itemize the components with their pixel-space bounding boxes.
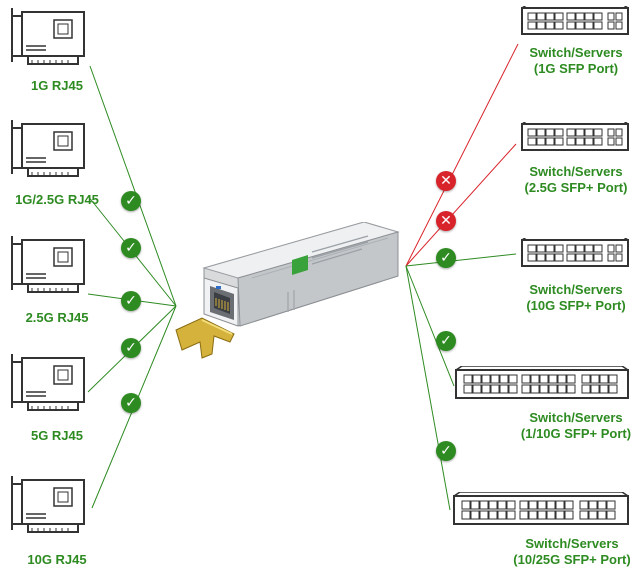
left-label-4: 5G RJ45 <box>30 428 84 443</box>
right-label-2-line1: Switch/Servers <box>529 164 623 179</box>
right-label-2-line2: (2.5G SFP+ Port) <box>524 180 628 195</box>
switch-2 <box>518 119 632 159</box>
check-icon: ✓ <box>121 338 141 358</box>
line-right-3 <box>405 253 517 267</box>
check-icon: ✓ <box>121 291 141 311</box>
x-icon: ✕ <box>436 211 456 231</box>
line-right-4 <box>405 265 455 387</box>
left-label-1: 1G RJ45 <box>30 78 84 93</box>
switch-icon <box>453 491 629 525</box>
right-label-3: Switch/Servers (10G SFP+ Port) <box>510 282 640 314</box>
right-label-4-line2: (1/10G SFP+ Port) <box>520 426 632 441</box>
line-right-2 <box>405 143 517 267</box>
check-icon: ✓ <box>436 331 456 351</box>
right-label-1: Switch/Servers (1G SFP Port) <box>510 45 640 77</box>
right-label-4: Switch/Servers (1/10G SFP+ Port) <box>510 410 640 442</box>
right-label-1-line2: (1G SFP Port) <box>533 61 619 76</box>
right-label-4-line1: Switch/Servers <box>529 410 623 425</box>
switch-icon <box>521 119 629 151</box>
right-label-5: Switch/Servers (10/25G SFP+ Port) <box>506 536 638 568</box>
right-label-3-line1: Switch/Servers <box>529 282 623 297</box>
x-icon: ✕ <box>436 171 456 191</box>
switch-1 <box>518 3 632 43</box>
right-label-5-line2: (10/25G SFP+ Port) <box>513 552 631 567</box>
left-label-5: 10G RJ45 <box>27 552 87 567</box>
switch-3 <box>518 235 632 275</box>
switch-icon <box>455 365 629 399</box>
network-card-icon <box>11 476 85 533</box>
right-label-2: Switch/Servers (2.5G SFP+ Port) <box>510 164 640 196</box>
line-right-5 <box>405 265 451 511</box>
network-card-icon <box>11 236 85 293</box>
left-label-3: 2.5G RJ45 <box>25 310 89 325</box>
switch-5 <box>450 491 632 533</box>
switch-icon <box>521 3 629 35</box>
network-card-icon <box>11 120 85 177</box>
switch-icon <box>521 235 629 267</box>
check-icon: ✓ <box>121 191 141 211</box>
check-icon: ✓ <box>121 393 141 413</box>
switch-4 <box>452 365 632 407</box>
network-card-3 <box>8 234 88 303</box>
check-icon: ✓ <box>436 248 456 268</box>
right-label-3-line2: (10G SFP+ Port) <box>526 298 626 313</box>
line-left-1 <box>89 65 177 307</box>
network-card-4 <box>8 352 88 421</box>
left-label-2: 1G/2.5G RJ45 <box>15 192 99 207</box>
line-right-1 <box>405 43 519 267</box>
network-card-2 <box>8 118 88 187</box>
sfp-module-icon <box>175 221 400 359</box>
network-card-icon <box>11 8 85 65</box>
network-card-icon <box>11 354 85 411</box>
check-icon: ✓ <box>121 238 141 258</box>
check-icon: ✓ <box>436 441 456 461</box>
sfp-module <box>172 221 406 377</box>
right-label-5-line1: Switch/Servers <box>525 536 619 551</box>
network-card-5 <box>8 474 88 543</box>
network-card-1 <box>8 6 88 75</box>
right-label-1-line1: Switch/Servers <box>529 45 623 60</box>
